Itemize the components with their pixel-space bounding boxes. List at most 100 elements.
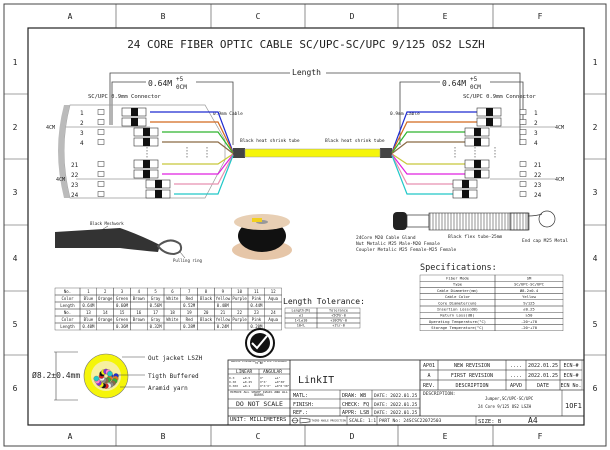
pulling-ring — [156, 239, 183, 256]
dust-cap-right — [519, 191, 527, 197]
spec-table-text: Return Loss(dB) — [440, 313, 474, 318]
fiber-right — [391, 153, 465, 165]
column-marker-bottom: D — [350, 432, 355, 441]
column-marker-bottom: E — [443, 432, 448, 441]
right-tolerance-bottom: 0CM — [470, 84, 481, 91]
approve-date: DATE: 2022.01.25 — [374, 410, 418, 416]
fiber-table-text: White — [166, 317, 179, 322]
black-meshwork — [55, 228, 160, 252]
fiber-left — [162, 141, 234, 154]
fiber-right — [391, 155, 453, 195]
spec-table-text: Cable Diameter(mm) — [437, 288, 478, 293]
fiber-table-text: 11 — [254, 289, 259, 294]
spec-table-text: Ø8.2±0.4 — [520, 288, 539, 293]
column-marker-bottom: F — [538, 432, 543, 441]
tolerance-value: X° — [260, 376, 264, 380]
fiber-table-text: 0.36M — [116, 324, 129, 329]
drawn-by: DRAW: WB — [342, 393, 366, 399]
fiber-table-text: Black — [200, 296, 213, 301]
fiber-table-text: 4 — [138, 289, 141, 294]
row-marker-right: 4 — [593, 254, 598, 263]
left-breakout-length: 0.64M — [148, 79, 172, 88]
connector-boot-right — [474, 160, 481, 168]
fiber-right — [391, 121, 477, 153]
outer-jacket-label: Out jacket LSZH — [148, 355, 203, 362]
row-marker-right: 6 — [593, 384, 598, 393]
tolerance-table-text: Tolerance — [329, 309, 348, 313]
connector-boot-left — [143, 128, 150, 136]
connector-boot-left — [131, 118, 138, 126]
fiber-left — [150, 111, 234, 153]
fiber-table-text: Color — [61, 296, 74, 301]
fiber-table-text: 0.32M — [150, 324, 163, 329]
yellow-cable-jacket — [244, 148, 381, 158]
fiber-table-text: 21 — [220, 310, 225, 315]
pulling-ring-label: Pulling ring — [173, 258, 202, 263]
revision-table-text: NEW REVISION — [454, 363, 490, 369]
fiber-table-text: Gray — [151, 317, 161, 322]
fiber-table-text: Purple — [232, 317, 247, 322]
dust-cap-left — [97, 171, 105, 177]
tolerance-table-text: +1%/-0 — [332, 324, 345, 328]
dust-cap-left — [97, 181, 105, 187]
fiber-table-text: 15 — [120, 310, 125, 315]
stagger-label-left: 4CM — [46, 125, 55, 131]
material-field: MATL: — [293, 393, 308, 399]
fiber-number-left: 4 — [80, 140, 84, 147]
drawing-title: 24 CORE FIBER OPTIC CABLE SC/UPC-SC/UPC … — [127, 38, 485, 51]
tolerance-table-text: +5CM/-0 — [331, 314, 346, 318]
fiber-left — [162, 153, 234, 165]
fiber-table-text: Red — [186, 296, 194, 301]
length-label: Length — [292, 68, 321, 77]
dust-cap-left — [97, 139, 105, 145]
length-tolerance-table: Length(M)Tolerance≤1+5CM/-01<L≤10+10CM/-… — [284, 307, 361, 329]
tolerance-value: ±0.5 — [243, 376, 250, 380]
revision-table-text: AP01 — [423, 363, 435, 369]
fiber-number-right: 2 — [534, 120, 538, 127]
revision-table-text: .... — [510, 363, 522, 369]
connector-boot-right — [474, 170, 481, 178]
fiber-right — [391, 111, 477, 153]
fiber-table-text: 0.48M — [217, 303, 230, 308]
aramid-label: Aramid yarn — [148, 385, 188, 392]
cable-assembly-diagram: Length 0.64M +5 0CM 0.64M +5 0CM SC/UPC … — [46, 67, 564, 199]
right-shrink-label: Black heat shrink tube — [325, 138, 385, 144]
spec-table-text: Operating Temperature(°C) — [429, 319, 486, 324]
fiber-table-text: Length — [60, 303, 75, 308]
right-tolerance-top: +5 — [470, 76, 478, 83]
fiber-table-text: White — [166, 296, 179, 301]
dust-cap-left — [97, 129, 105, 135]
fiber-table-text: Orange — [98, 296, 113, 301]
column-marker-top: F — [538, 12, 543, 21]
coupler — [509, 212, 529, 231]
revision-table-text: ECN-# — [563, 363, 578, 369]
stagger-label-right: 4CM — [555, 125, 564, 131]
tolerance-value: ±0.1 — [243, 384, 250, 388]
fiber-number-right: 3 — [534, 130, 538, 137]
revision-table-text: 2022.01.25 — [528, 373, 558, 379]
tolerance-table-cell — [316, 322, 361, 329]
fiber-right — [391, 154, 453, 185]
connector-boot-right — [486, 118, 493, 126]
size-field: SIZE: B — [478, 419, 502, 425]
connector-boot-left — [143, 170, 150, 178]
fiber-table-text: No. — [64, 310, 71, 315]
fiber-table-text: Brown — [133, 296, 146, 301]
fiber-table-text: 16 — [136, 310, 141, 315]
left-connector-label: SC/UPC 0.9mm Connector — [88, 94, 162, 100]
fiber-table-text: 0.28M — [183, 324, 196, 329]
nut-label: Nut Metalic M25 Male-M20 Female — [356, 241, 440, 247]
fiber-left — [162, 131, 234, 154]
spec-table-text: Storage Temperature(°C) — [431, 325, 484, 330]
revision-table-text: DATE — [537, 383, 549, 389]
deburr-note-box: REMOVE ALL SHARP EDGES AND ALL BURRS — [230, 391, 288, 397]
dust-cap-right — [519, 109, 527, 115]
row-marker-left: 3 — [13, 188, 18, 197]
fiber-table-text: 5 — [154, 289, 157, 294]
fiber-table-text: 0.24M — [217, 324, 230, 329]
fiber-table-text: 12 — [271, 289, 276, 294]
spec-table-text: SM — [527, 275, 532, 280]
